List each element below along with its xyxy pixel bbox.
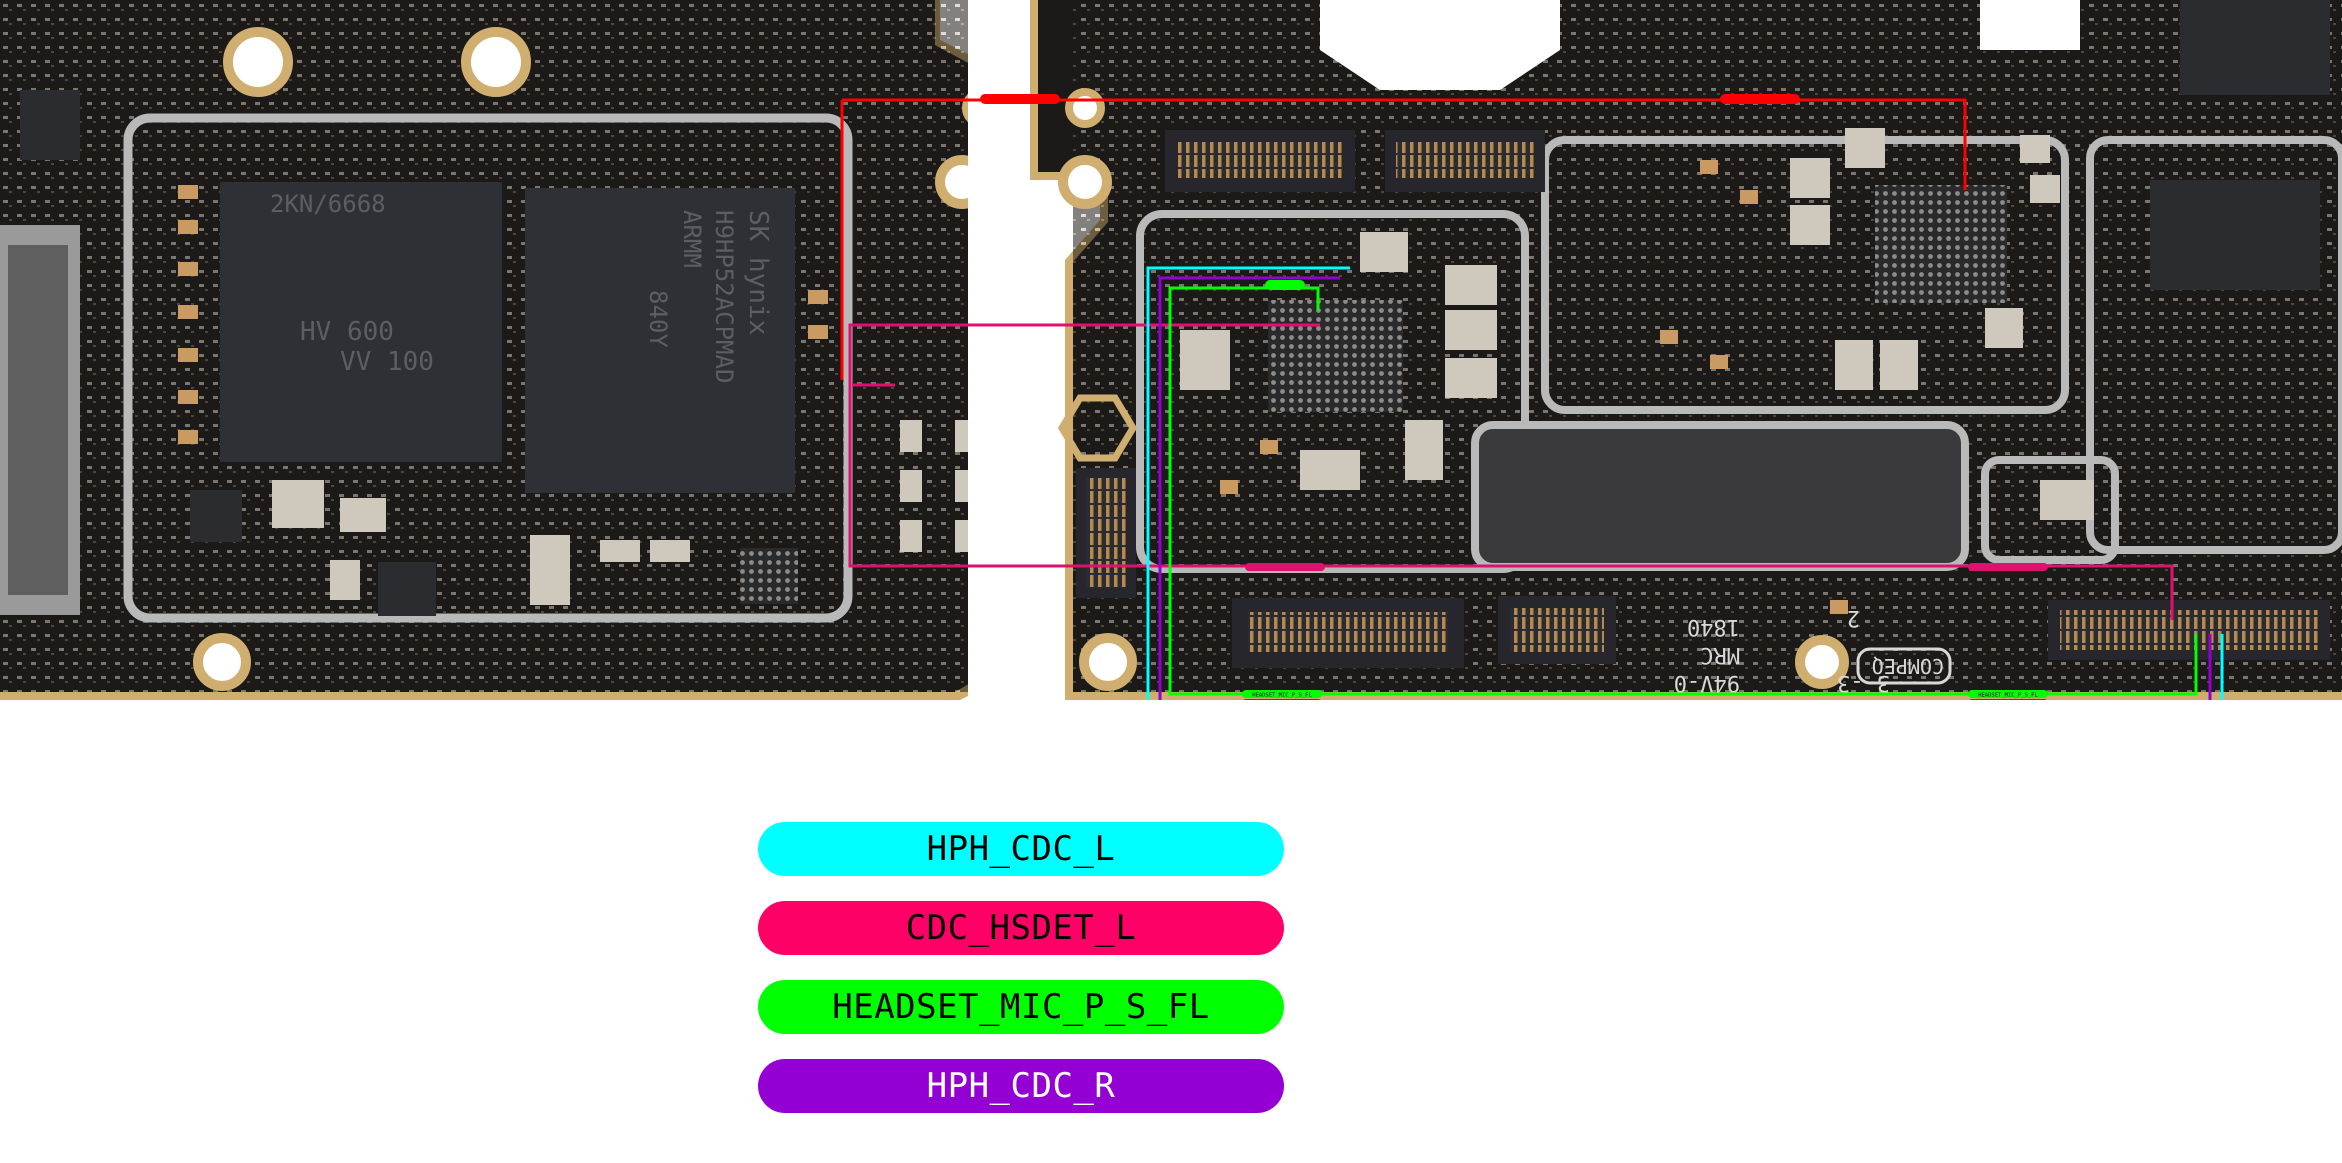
emmc-chip <box>525 188 795 493</box>
right-shield-frame-5 <box>2086 136 2342 554</box>
pcb-logo-compeq: COMPEQ <box>1872 654 1944 678</box>
connector-tag-label: HEADSET_MIC_P_S_FL <box>1978 693 2038 699</box>
connector-tag-label: HEADSET_MIC_P_S_FL <box>1252 693 1312 699</box>
emmc-label-4: 840Y <box>644 290 672 348</box>
connector-tag <box>1969 699 2047 700</box>
memory-chip-label-1: 2KN/6668 <box>270 190 386 218</box>
mount-hole <box>223 27 293 97</box>
left-shield-frame <box>123 113 853 623</box>
right-ic <box>2150 180 2320 290</box>
trace-hph-cdc-r <box>1158 276 2212 700</box>
trace-headset-mic <box>1168 286 2198 696</box>
left-small-ic <box>378 562 436 616</box>
legend-pill-headset-mic-p-s-fl: HEADSET_MIC_P_S_FL <box>758 980 1284 1034</box>
mount-hole <box>1058 155 1112 209</box>
memory-chip-label-2: HV 600 <box>300 317 394 347</box>
legend-label: CDC_HSDET_L <box>905 908 1137 948</box>
mount-hole <box>193 633 251 691</box>
trace-hph-cdc-l <box>1146 266 2224 700</box>
right-shield-frame-4 <box>1981 456 2119 564</box>
pcb-marking-mrc: MRC <box>1700 642 1740 667</box>
emmc-label-3: ARMM <box>678 210 706 268</box>
left-top-ic <box>20 90 80 160</box>
hex-fiducial <box>1057 394 1138 462</box>
mount-hole <box>1079 633 1137 691</box>
legend-pill-hph-cdc-r: HPH_CDC_R <box>758 1059 1284 1113</box>
connector-tag <box>1968 690 2048 698</box>
memory-chip-label-3: VV 100 <box>340 347 434 377</box>
connector-tag <box>1243 699 1321 700</box>
pcb-marking-ul: 94V-0 <box>1674 670 1740 695</box>
trace-cdc-hsdet-l <box>848 323 2174 620</box>
pcb-marking-2: 2 <box>1847 605 1860 630</box>
trace-red <box>842 98 1967 190</box>
right-shield-frame-2 <box>1541 136 2069 414</box>
pcb-marking-date: 1840 <box>1687 614 1740 639</box>
emmc-label-1: SK hynix <box>743 210 773 335</box>
pmic-bga <box>1875 185 2007 303</box>
right-board: 1840 MRC 94V-0 3 -3 COMPEQ 2 <box>1030 0 2342 700</box>
connector-tag <box>1242 690 1322 698</box>
net-traces <box>840 94 2224 700</box>
emmc-label-2: H9HP52ACPMAD <box>710 210 738 383</box>
memory-chip <box>220 182 502 462</box>
codec-bga <box>1268 300 1403 412</box>
legend-label: HEADSET_MIC_P_S_FL <box>832 987 1210 1027</box>
pcb-board-photo: 2KN/6668 HV 600 VV 100 SK hynix H9HP52AC… <box>0 0 2342 700</box>
right-shield-frame-1 <box>1136 210 1529 573</box>
mount-hole <box>1795 635 1849 689</box>
legend-label: HPH_CDC_L <box>926 829 1116 869</box>
legend-pill-cdc-hsdet-l: CDC_HSDET_L <box>758 901 1284 955</box>
legend-label: HPH_CDC_R <box>926 1066 1116 1106</box>
left-small-ic <box>190 490 242 542</box>
left-board: 2KN/6668 HV 600 VV 100 SK hynix H9HP52AC… <box>0 0 1050 700</box>
right-shield-frame-3 <box>1471 421 1969 571</box>
legend-pill-hph-cdc-l: HPH_CDC_L <box>758 822 1284 876</box>
mount-hole <box>461 27 531 97</box>
right-top-ic <box>2180 0 2330 95</box>
mount-hole <box>1065 88 1105 128</box>
